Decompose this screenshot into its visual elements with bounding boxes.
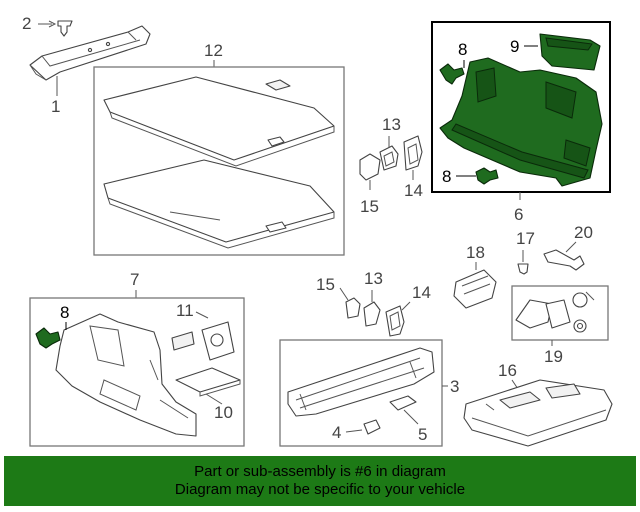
callout-14-top: 14 xyxy=(404,181,423,200)
callout-7: 7 xyxy=(130,270,139,289)
part-2-clip[interactable] xyxy=(57,20,73,37)
part-12-floor-panel-upper[interactable] xyxy=(103,76,335,167)
part-3-rear-sill-trim[interactable] xyxy=(287,347,435,417)
leader-11 xyxy=(195,311,209,319)
callout-11: 11 xyxy=(176,301,194,320)
banner-line-1: Part or sub-assembly is #6 in diagram xyxy=(194,463,446,480)
part-8-push-pin-bottom[interactable] xyxy=(35,327,61,349)
callout-5: 5 xyxy=(418,425,427,444)
callout-10: 10 xyxy=(214,403,233,422)
group-box-7 xyxy=(29,297,245,447)
part-8-push-pin-mid[interactable] xyxy=(475,167,499,185)
callout-12: 12 xyxy=(204,41,223,60)
callout-8-mid: 8 xyxy=(442,167,451,186)
part-1-sill-plate[interactable] xyxy=(29,25,151,81)
part-14-bracket-top[interactable] xyxy=(403,135,423,171)
callout-13-bottom: 13 xyxy=(364,269,383,288)
leader-20 xyxy=(565,241,577,253)
part-14-bracket-bottom[interactable] xyxy=(385,305,405,337)
callout-3: 3 xyxy=(450,377,459,396)
callout-2: 2 xyxy=(22,14,31,33)
part-11-access-panel[interactable] xyxy=(171,321,235,361)
part-15-cover-bottom[interactable] xyxy=(345,297,361,319)
group-box-6 xyxy=(431,21,611,193)
callout-4: 4 xyxy=(332,423,341,442)
callout-8-bottom: 8 xyxy=(60,303,69,322)
part-18-tie-down[interactable] xyxy=(453,269,497,309)
leader-14-bottom xyxy=(401,301,411,311)
group-box-12 xyxy=(93,66,345,256)
part-15-cover-top[interactable] xyxy=(359,153,381,181)
arrow-2 xyxy=(48,20,57,28)
leader-5 xyxy=(403,409,419,425)
callout-9: 9 xyxy=(510,37,519,56)
group-box-19 xyxy=(511,285,609,341)
callout-6: 6 xyxy=(514,205,523,224)
banner-line-2: Diagram may not be specific to your vehi… xyxy=(174,481,466,498)
part-13-clip-bottom[interactable] xyxy=(363,301,381,327)
part-12-floor-panel-lower[interactable] xyxy=(103,159,335,249)
part-19-jack-kit[interactable] xyxy=(515,291,595,333)
callout-13-top: 13 xyxy=(382,115,401,134)
callout-1: 1 xyxy=(51,97,60,116)
callout-16: 16 xyxy=(498,361,517,380)
callout-15-bottom: 15 xyxy=(316,275,335,294)
part-20-jack-handle[interactable] xyxy=(543,249,585,271)
part-8-push-pin-top[interactable] xyxy=(439,63,465,85)
callout-8-top: 8 xyxy=(458,40,467,59)
part-4-retainer[interactable] xyxy=(363,419,381,435)
leader-10 xyxy=(205,393,223,405)
part-7-left-trim[interactable] xyxy=(55,313,197,437)
part-6-trunk-side-trim[interactable] xyxy=(439,57,603,187)
part-13-clip-top[interactable] xyxy=(379,145,399,171)
callout-18: 18 xyxy=(466,243,485,262)
callout-17: 17 xyxy=(516,229,535,248)
callout-20: 20 xyxy=(574,223,593,242)
callout-15-top: 15 xyxy=(360,197,379,216)
part-9-storage-bin[interactable] xyxy=(539,33,601,71)
part-17-fastener[interactable] xyxy=(517,263,529,275)
part-16-foam-tray[interactable] xyxy=(463,379,613,447)
parts-diagram: 2 1 12 13 14 15 xyxy=(22,14,613,447)
part-5-bracket[interactable] xyxy=(389,395,417,411)
leader-15-bottom xyxy=(339,287,349,301)
leader-4 xyxy=(345,429,363,433)
callout-14-bottom: 14 xyxy=(412,283,431,302)
part-10-floor-cover[interactable] xyxy=(175,367,241,397)
group-box-3 xyxy=(279,339,443,447)
notice-banner: Part or sub-assembly is #6 in diagram Di… xyxy=(4,456,636,506)
callout-19: 19 xyxy=(544,347,563,366)
